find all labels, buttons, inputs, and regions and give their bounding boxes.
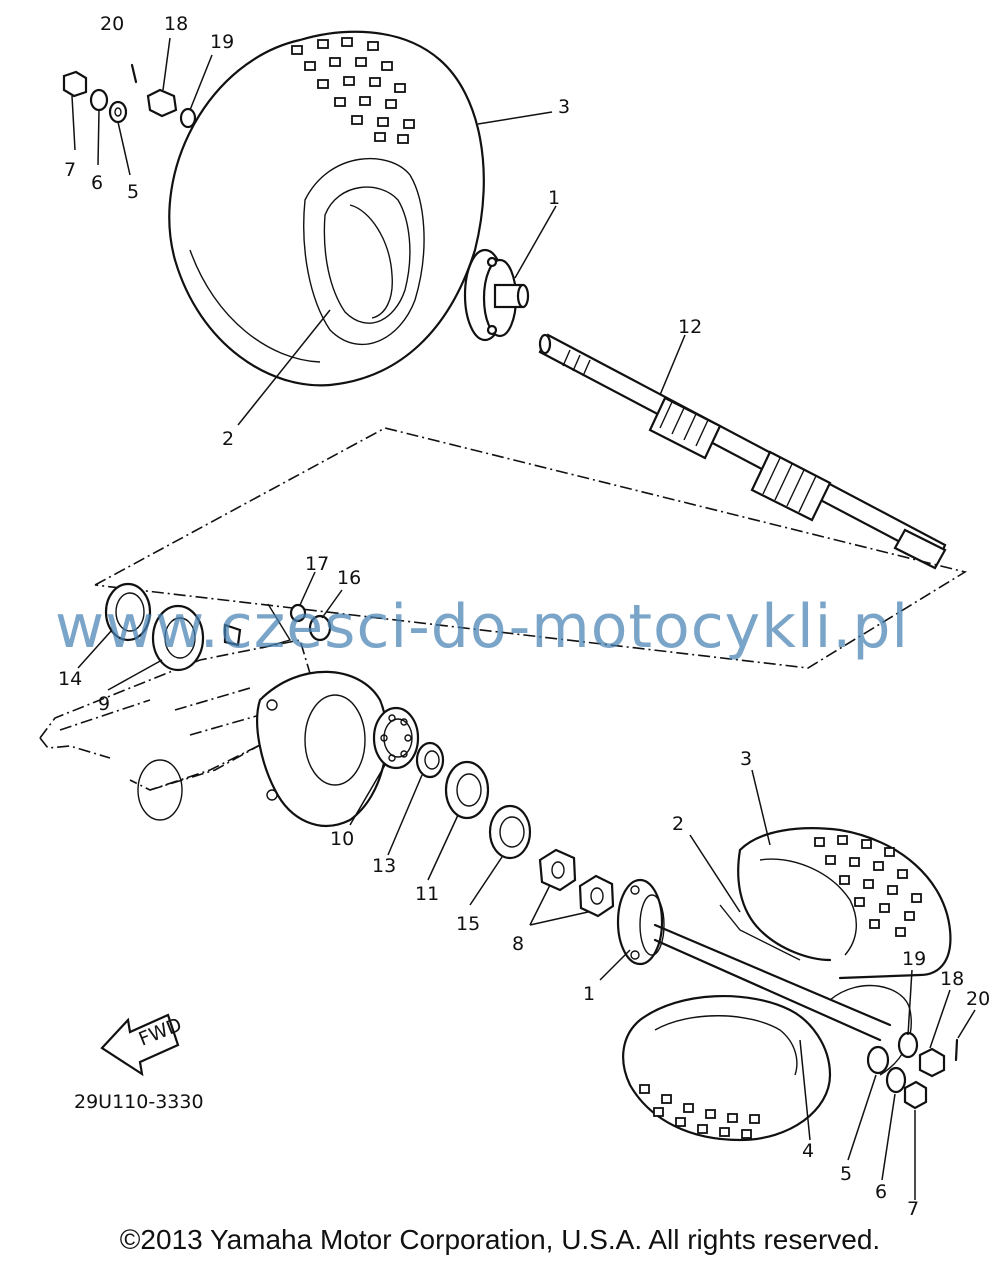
- callout-mid-13: 13: [372, 855, 396, 877]
- fwd-arrow-icon: FWD: [100, 1013, 185, 1077]
- callout-top-6: 6: [91, 172, 103, 194]
- callout-top-5: 5: [127, 181, 139, 203]
- seal-15: [488, 804, 532, 860]
- callout-bot-19: 19: [902, 948, 926, 970]
- callout-top-20: 20: [100, 13, 124, 35]
- callout-bot-3: 3: [740, 748, 752, 770]
- callout-top-1: 1: [548, 187, 560, 209]
- axle-shaft-12: [538, 333, 947, 570]
- callout-mid-17: 17: [305, 553, 329, 575]
- leader-lines: [71, 37, 976, 1200]
- top-hub-1: [463, 248, 530, 342]
- callout-mid-9: 9: [98, 693, 110, 715]
- bearing-11: [444, 760, 490, 820]
- callout-bot-1: 1: [583, 983, 595, 1005]
- callout-bot-7: 7: [907, 1198, 919, 1220]
- callout-labels-top: 20 18 19 7 6 5 3 1 12 2: [64, 13, 702, 450]
- callout-mid-10: 10: [330, 828, 354, 850]
- callout-top-18: 18: [164, 13, 188, 35]
- callout-mid-16: 16: [337, 567, 361, 589]
- seal-14: [104, 582, 152, 642]
- diagram-code: 29U110-3330: [74, 1091, 204, 1113]
- callout-top-3: 3: [558, 96, 570, 118]
- callout-top-12: 12: [678, 316, 702, 338]
- callout-bot-6: 6: [875, 1181, 887, 1203]
- nuts-8: [538, 848, 615, 918]
- callout-bot-4: 4: [802, 1140, 814, 1162]
- top-tire-3: [168, 30, 485, 387]
- callout-top-19: 19: [210, 31, 234, 53]
- callout-bot-18: 18: [940, 968, 964, 990]
- bearing-10: [372, 706, 420, 770]
- callout-top-2: 2: [222, 428, 234, 450]
- callout-mid-8: 8: [512, 933, 524, 955]
- callout-mid-15: 15: [456, 913, 480, 935]
- callout-bot-5: 5: [840, 1163, 852, 1185]
- bottom-hub-1: [616, 878, 892, 1042]
- bearing-9: [151, 604, 205, 672]
- callout-top-7: 7: [64, 159, 76, 181]
- callout-labels-bottom: 3 2 1 19 18 20 4 5 6 7: [583, 748, 990, 1220]
- callout-bot-20: 20: [966, 988, 990, 1010]
- copyright-notice: ©2013 Yamaha Motor Corporation, U.S.A. A…: [119, 1224, 881, 1255]
- callout-bot-2: 2: [672, 813, 684, 835]
- top-small-parts: [62, 63, 197, 129]
- callout-mid-11: 11: [415, 883, 439, 905]
- bottom-small-parts: [866, 1031, 959, 1110]
- section-outline: [94, 427, 968, 669]
- small-parts-16-17: [223, 603, 332, 649]
- sprocket-hub: [256, 670, 388, 827]
- top-tire-tread: [291, 37, 415, 144]
- spacer-13: [415, 741, 445, 779]
- callout-labels-middle: 17 16 14 9 10 13 11 15 8: [58, 553, 524, 955]
- bottom-tire-3-upper: [719, 827, 952, 980]
- callout-mid-14: 14: [58, 668, 82, 690]
- watermark: www.czesci-do-motocykli.pl: [55, 592, 910, 662]
- bottom-tire-tread: [639, 835, 922, 1139]
